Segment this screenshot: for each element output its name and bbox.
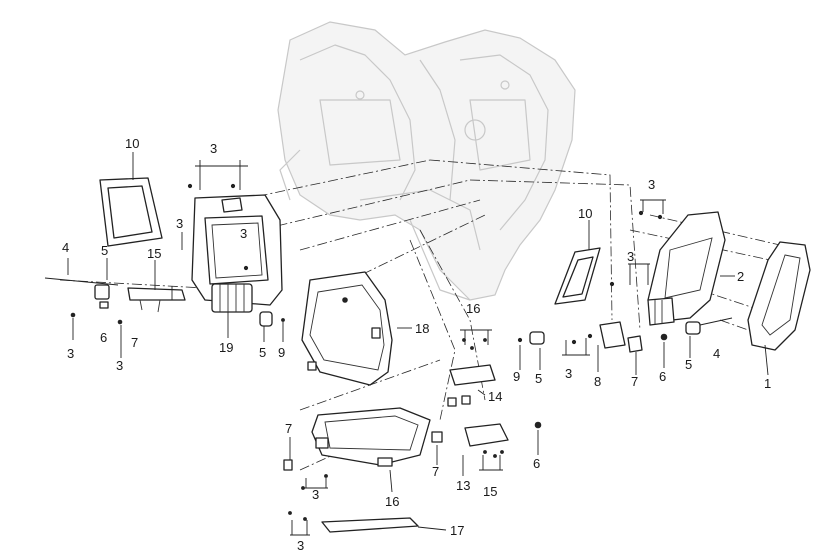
- seal-frame-left: [99, 177, 163, 247]
- outer-cover-18: [301, 271, 393, 386]
- callout-15: 15: [483, 484, 497, 499]
- callout-3-h: 3: [312, 487, 319, 502]
- callout-17: 17: [450, 523, 464, 538]
- callout-18: 18: [415, 321, 429, 336]
- callout-5-b: 5: [259, 345, 266, 360]
- callout-3-i: 3: [297, 538, 304, 553]
- callout-7-left: 7: [131, 335, 138, 350]
- assembly-lines: [59, 159, 781, 471]
- callout-1: 1: [764, 376, 771, 391]
- strip-17: [321, 517, 419, 533]
- callout-6-right: 6: [659, 369, 666, 384]
- callout-7-bottom: 7: [285, 421, 292, 436]
- callout-4-left: 4: [62, 240, 69, 255]
- callout-12: 14: [488, 389, 502, 404]
- callout-6-left: 6: [100, 330, 107, 345]
- callout-2: 2: [737, 269, 744, 284]
- callout-19: 19: [219, 340, 233, 355]
- callout-5-center: 5: [535, 371, 542, 386]
- left-inner-panel: [187, 183, 283, 306]
- callout-10-right: 10: [578, 206, 592, 221]
- body-frame-ghost: [277, 21, 576, 301]
- callout-16: 16: [385, 494, 399, 509]
- callout-9-center: 9: [513, 369, 520, 384]
- callout-14: 16: [466, 301, 480, 316]
- callout-3-c: 3: [67, 346, 74, 361]
- right-hardware: [517, 317, 733, 353]
- callout-3-f: 3: [627, 249, 634, 264]
- callout-3-d: 3: [116, 358, 123, 373]
- storage-box-16: [283, 407, 431, 521]
- callout-3-top-left: 3: [210, 141, 217, 156]
- callout-3-b: 3: [240, 226, 247, 241]
- callout-3-a: 3: [176, 216, 183, 231]
- callout-10-left: 10: [125, 136, 139, 151]
- callout-3-e: 3: [565, 366, 572, 381]
- bracket-13: [44, 277, 285, 327]
- callout-4-right: 4: [713, 346, 720, 361]
- bellows-19: [211, 283, 253, 313]
- center-small-parts: [431, 338, 542, 458]
- callout-5-right: 5: [685, 357, 692, 372]
- callout-9-left: 9: [278, 345, 285, 360]
- right-outer-cover-1: [747, 241, 811, 351]
- callout-3-g: 3: [648, 177, 655, 192]
- callout-leaders: [67, 152, 769, 536]
- callout-7-center: 7: [432, 464, 439, 479]
- callout-6-center: 6: [533, 456, 540, 471]
- right-inner-panel-2: [609, 210, 726, 326]
- callout-13: 15: [147, 246, 161, 261]
- callout-7-right: 7: [631, 374, 638, 389]
- seal-frame-right: [554, 247, 601, 305]
- callout-8: 8: [594, 374, 601, 389]
- callout-5-left: 5: [101, 243, 108, 258]
- callout-labels: 10 3 3 3 4 5 15 6 7 3 3 19 5 9 18 16 9 1…: [62, 136, 771, 553]
- callout-11: 13: [456, 478, 470, 493]
